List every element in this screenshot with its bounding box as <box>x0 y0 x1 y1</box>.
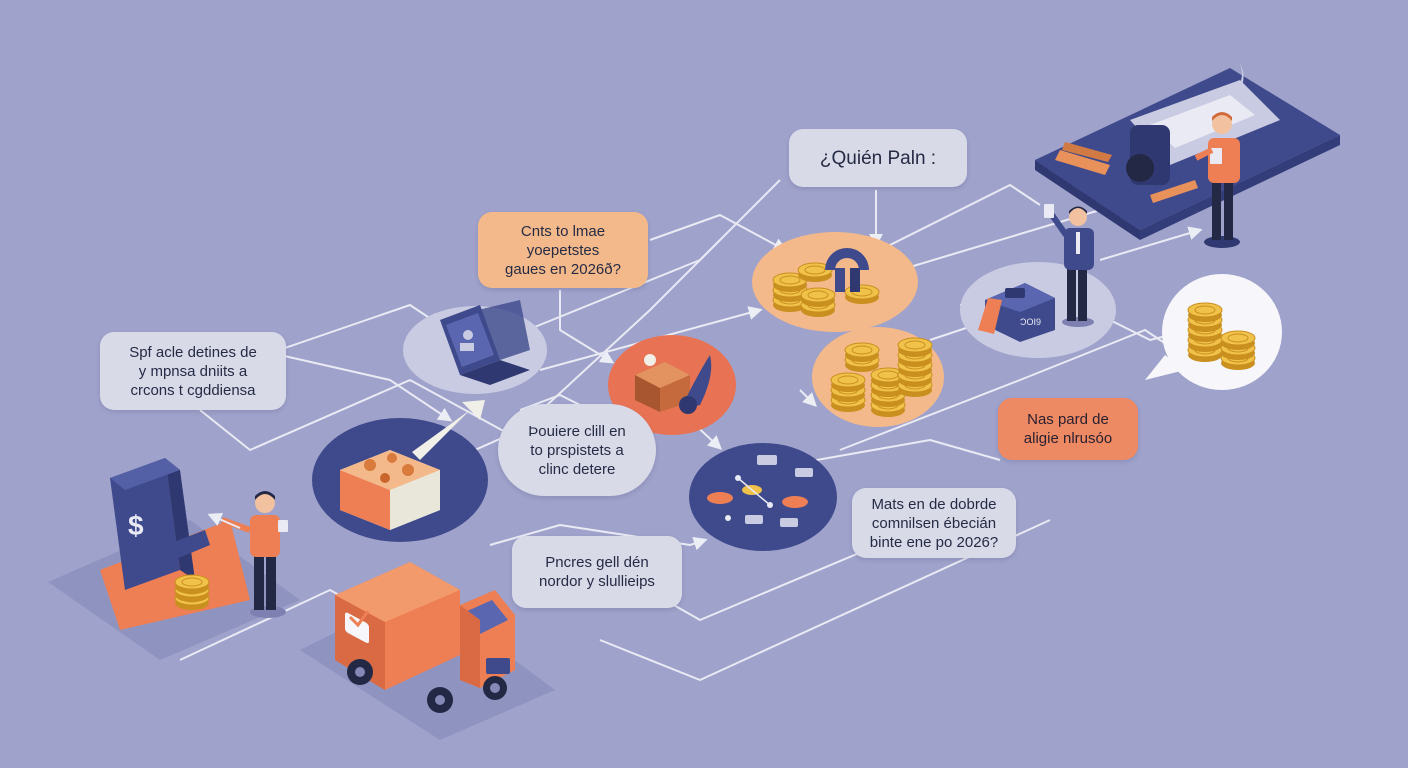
person-middle <box>1044 204 1094 327</box>
connector-line <box>859 184 1041 261</box>
connector-line <box>559 290 615 364</box>
food-box-node <box>312 400 488 542</box>
question-bubble-mats: Mats en de dobrde comnilsen ébecián bint… <box>852 488 1016 558</box>
connector-line <box>489 524 708 551</box>
box-node <box>608 335 736 435</box>
note-bubble-pnores: Pncres gell dén nordor y slullieips <box>512 536 682 608</box>
connector-line <box>199 379 523 451</box>
connector-line <box>514 239 721 336</box>
connector-lines <box>179 179 1203 681</box>
coin-speech-bubble <box>1145 274 1282 390</box>
connector-line <box>799 389 817 407</box>
card-node: ƆOI9 <box>960 262 1116 358</box>
card-text: ƆOI9 <box>1020 317 1041 327</box>
atm-kiosk: $ <box>48 458 300 660</box>
connector-line <box>839 329 1176 451</box>
laptop-node <box>403 300 547 394</box>
connector-line <box>599 519 1051 681</box>
person-right <box>1194 112 1240 248</box>
coins-node-top <box>752 232 918 332</box>
connector-line <box>1109 319 1171 341</box>
dollar-sign-icon: $ <box>128 510 144 541</box>
coins-node-middle <box>812 327 944 427</box>
note-bubble-quiere: Þouiere clill en to prspistets a clinc d… <box>498 404 656 496</box>
connector-line <box>1099 226 1203 261</box>
question-bubble-quien: ¿Quién Paln : <box>789 129 967 187</box>
delivery-truck <box>300 562 555 740</box>
note-bubble-spf: Spf acle detines de y mpnsa dniits a crc… <box>100 332 286 410</box>
connector-line <box>279 354 453 422</box>
connector-line <box>899 209 1101 271</box>
person-left <box>207 491 288 618</box>
note-bubble-nas: Nas pard de aligie nlrusóo <box>998 398 1138 460</box>
machine-platform <box>1035 60 1340 240</box>
connector-line <box>649 214 788 252</box>
network-node <box>689 443 837 551</box>
question-bubble-cnts: Cnts to lmae yoepetstes gaues en 2026ð? <box>478 212 648 288</box>
